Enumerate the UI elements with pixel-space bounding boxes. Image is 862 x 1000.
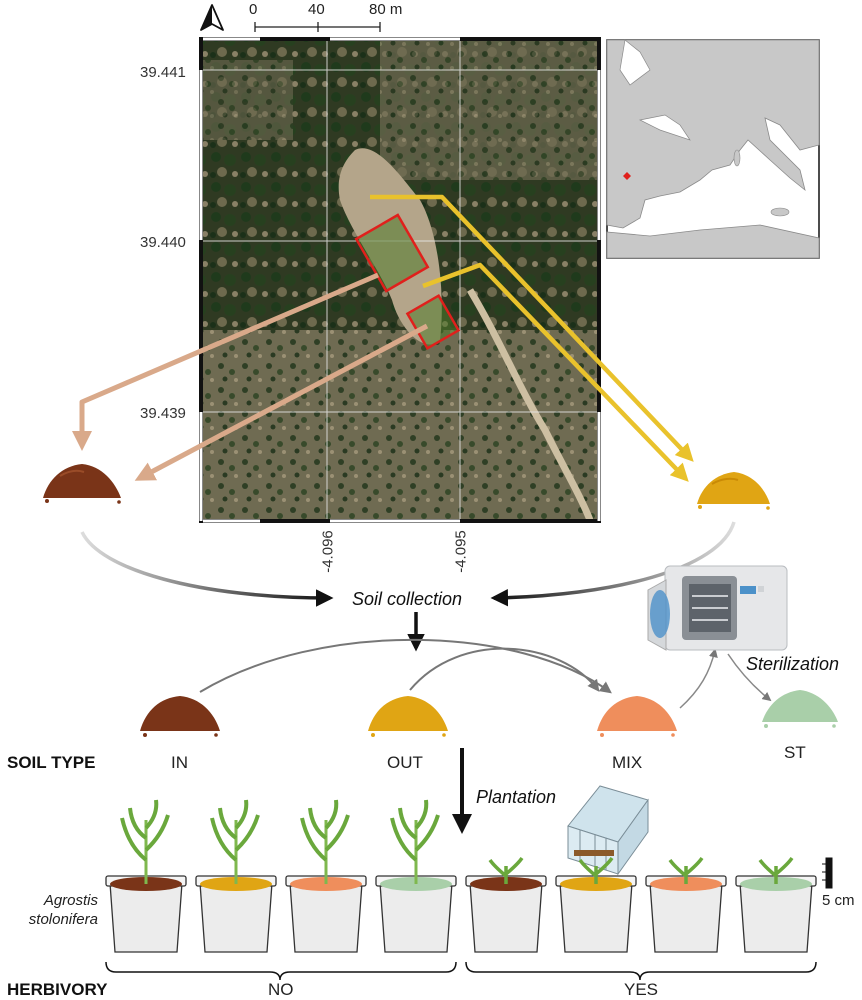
in-soil-arrows xyxy=(72,272,429,481)
in-to-collection-arrow xyxy=(80,531,334,607)
greenhouse-icon xyxy=(567,785,649,876)
soil-pile-st xyxy=(762,690,838,728)
out-to-mix-arrow xyxy=(409,647,600,692)
soil-pile-out xyxy=(368,696,448,737)
north-arrow-icon xyxy=(200,4,224,31)
herbivory-yes: YES xyxy=(624,980,659,999)
pot-st-herbivory xyxy=(735,856,817,953)
pot-in-herbivory xyxy=(465,856,547,953)
soil-collection-label: Soil collection xyxy=(352,589,463,609)
study-plots xyxy=(354,213,461,351)
pot-out-no-herbivory xyxy=(195,799,277,953)
soil-pile-in xyxy=(140,696,220,737)
latitude-label-2: 39.440 xyxy=(140,234,186,251)
latitude-label-3: 39.439 xyxy=(140,405,186,422)
longitude-label-2: -4.095 xyxy=(452,530,470,573)
herbivory-no: NO xyxy=(268,980,294,999)
satellite-map xyxy=(203,41,597,519)
pot-st-no-herbivory xyxy=(375,799,457,953)
latitude-label-1: 39.441 xyxy=(140,64,186,81)
soil-pile-out-source xyxy=(697,472,770,510)
pot-row xyxy=(105,799,817,953)
sterilization-label: Sterilization xyxy=(746,654,840,674)
map-graticule xyxy=(203,41,597,519)
scale-bar xyxy=(254,22,381,32)
scale-label-40: 40 xyxy=(308,1,325,18)
mix-to-autoclave-arrow xyxy=(679,648,718,709)
soil-type-mix: MIX xyxy=(612,753,643,772)
pot-out-herbivory xyxy=(555,856,637,953)
scale-label-0: 0 xyxy=(249,1,258,18)
species-epithet: stolonifera xyxy=(28,911,98,928)
soil-pile-mix xyxy=(597,696,677,737)
height-scale-bar xyxy=(822,857,833,889)
species-name: Agrostis stolonifera xyxy=(0,891,98,929)
out-soil-arrows xyxy=(370,194,694,482)
longitude-label-1: -4.096 xyxy=(319,530,337,573)
scale-label-80: 80 m xyxy=(369,1,403,18)
soil-pile-in-source xyxy=(43,464,121,504)
herbivory-brackets xyxy=(105,961,817,981)
soil-type-label: SOIL TYPE xyxy=(7,753,96,772)
height-scale-label: 5 cm xyxy=(822,892,855,909)
in-to-mix-arrow xyxy=(199,638,612,694)
autoclave-to-st-arrow xyxy=(727,653,772,702)
plantation-label: Plantation xyxy=(476,787,557,807)
soil-type-out: OUT xyxy=(387,753,423,772)
autoclave-icon xyxy=(647,565,788,651)
soil-type-st: ST xyxy=(784,743,806,762)
out-to-collection-arrow xyxy=(490,521,736,607)
inset-europe-map xyxy=(606,39,820,259)
site-location-marker xyxy=(623,172,631,180)
pot-mix-no-herbivory xyxy=(285,799,367,953)
species-genus: Agrostis xyxy=(43,892,98,909)
herbivory-label: HERBIVORY xyxy=(7,980,108,999)
pot-in-no-herbivory xyxy=(105,799,187,953)
soil-type-in: IN xyxy=(171,753,188,772)
pot-mix-herbivory xyxy=(645,856,727,953)
